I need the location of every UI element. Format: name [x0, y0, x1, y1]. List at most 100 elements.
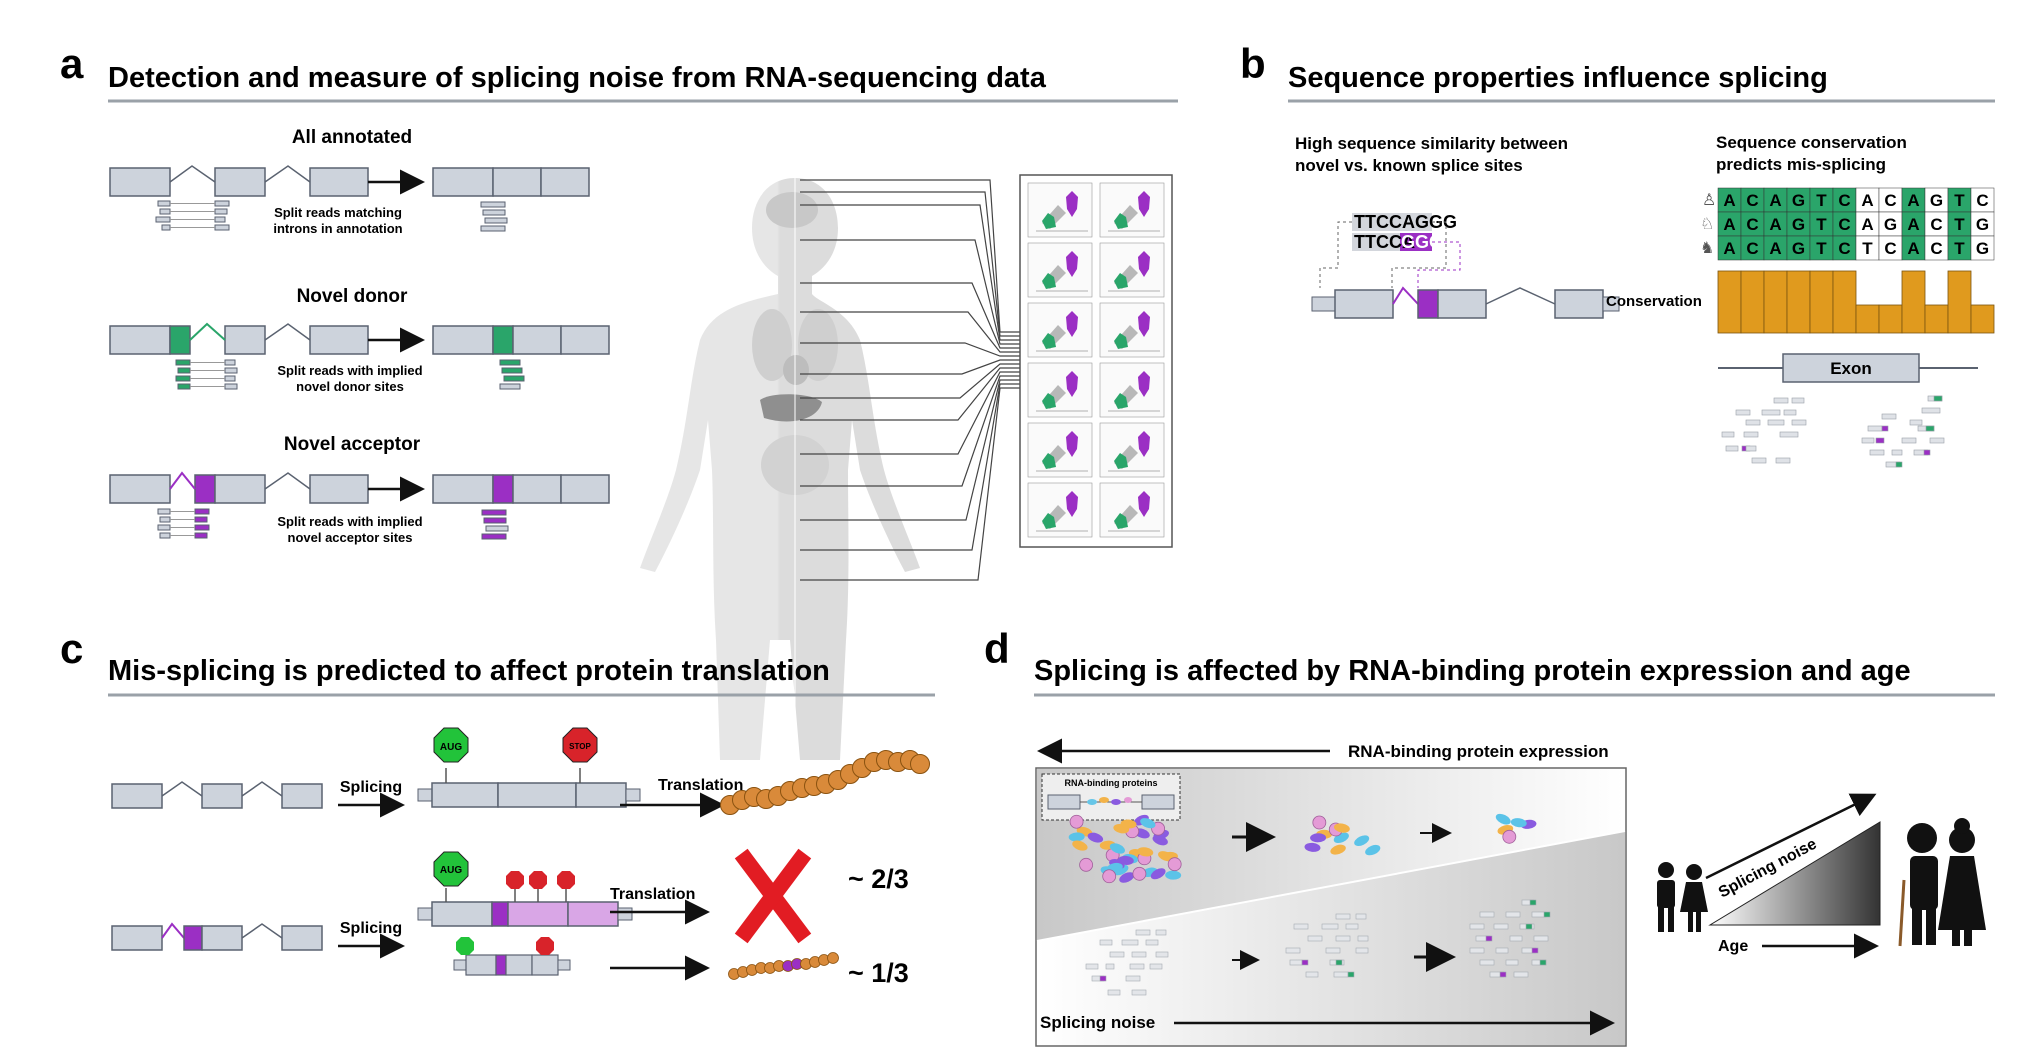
noise-read — [1121, 939, 1139, 946]
mini-plot-acceptor — [1138, 491, 1150, 517]
human-body-illustration — [640, 178, 920, 760]
alignment-base: A — [1723, 215, 1735, 234]
mini-plot-donor — [1114, 513, 1128, 529]
noise-read — [1335, 913, 1351, 920]
noise-read — [1539, 959, 1547, 966]
noise-region — [1037, 831, 1625, 1045]
novel-seq-box — [1352, 233, 1400, 251]
read-fragment — [1909, 419, 1923, 426]
alignment-base: T — [1862, 239, 1873, 258]
noise-read — [1513, 971, 1529, 978]
mrna-exon — [497, 782, 577, 808]
read-fragment — [1933, 395, 1943, 402]
rbp-protein — [1365, 844, 1381, 856]
mini-plot-donor — [1042, 393, 1056, 409]
rbp-cluster-low — [1495, 813, 1537, 844]
noise-read — [1305, 971, 1319, 978]
alignment-base: G — [1792, 215, 1805, 234]
utr — [625, 788, 641, 802]
mini-plot-donor — [1114, 213, 1128, 229]
alignment-base: A — [1907, 191, 1919, 210]
panel-d-title: Splicing is affected by RNA-binding prot… — [1034, 655, 1911, 687]
mini-plot-donor — [1042, 333, 1056, 349]
split-reads — [157, 508, 210, 539]
mature-exon — [540, 167, 590, 197]
read-fragment — [1743, 431, 1759, 438]
conservation-bar — [1717, 270, 1742, 334]
alignment-base: C — [1884, 191, 1896, 210]
known-sequence: TTCCAGGG — [1354, 212, 1457, 232]
noise-read — [1145, 939, 1159, 946]
stop-icon — [529, 871, 547, 889]
exon-right — [1554, 289, 1604, 319]
alignment-base: A — [1907, 239, 1919, 258]
utr — [417, 788, 433, 802]
pre-mrna-exon — [201, 925, 243, 951]
splicing-label: Splicing — [340, 779, 402, 796]
read-fragment — [1923, 449, 1931, 456]
intron-line — [264, 165, 311, 183]
species-icons: ♙ ♘ ♞ — [1700, 192, 1716, 257]
rbp-protein — [1132, 866, 1147, 881]
utr-right — [1602, 296, 1620, 312]
alignment-cell — [1970, 235, 1995, 261]
alignment-base: C — [1930, 215, 1942, 234]
rbp-protein — [1109, 843, 1125, 854]
children-icon — [1657, 862, 1708, 932]
rbp-region — [1037, 769, 1625, 941]
mature-reads — [480, 201, 508, 232]
alignment-base: C — [1884, 239, 1896, 258]
read-fragment — [1761, 409, 1781, 416]
pre-mrna-exon — [281, 783, 323, 809]
conservation-text-line2: predicts mis-splicing — [1716, 155, 1886, 174]
conservation-bar — [1855, 304, 1880, 334]
mature-exon — [432, 325, 494, 355]
noise-read — [1505, 911, 1521, 918]
premature-stop-icons — [506, 871, 575, 902]
pre-mrna-exon — [201, 783, 243, 809]
intron-line — [169, 165, 216, 183]
panel-b-letter: b — [1240, 40, 1266, 87]
exon-2 — [214, 167, 266, 197]
intron-line — [1485, 287, 1556, 305]
noise-read — [1085, 963, 1099, 970]
noise-read — [1289, 959, 1303, 966]
rbp-protein — [1087, 832, 1104, 843]
alignment-base: G — [1976, 239, 1989, 258]
tissue-connectors — [800, 179, 1020, 581]
conservation-bar — [1832, 270, 1857, 334]
mini-plot-donor — [1042, 453, 1056, 469]
lung-icon — [798, 309, 838, 381]
noise-read — [1347, 971, 1355, 978]
alignment-base: A — [1907, 215, 1919, 234]
mrna-exon — [465, 954, 497, 976]
rbp-protein — [1167, 857, 1182, 872]
row-heading: Novel acceptor — [284, 434, 421, 455]
noise-read — [1479, 911, 1495, 918]
exon-2 — [224, 325, 266, 355]
noise-read — [1469, 923, 1485, 930]
rbp-protein — [1117, 855, 1134, 865]
mature-reads — [499, 359, 525, 390]
exon-3 — [309, 325, 369, 355]
panel-a: a Detection and measure of splicing nois… — [60, 40, 1178, 760]
mrna-exon — [505, 954, 533, 976]
alignment-base: G — [1792, 239, 1805, 258]
read-fragment — [1921, 407, 1941, 414]
dashed-pointer-novel — [1417, 241, 1461, 288]
read-fragment — [1881, 413, 1897, 420]
read-fragment — [1791, 419, 1807, 426]
panel-c: c Mis-splicing is predicted to affect pr… — [60, 625, 935, 988]
conservation-bar — [1786, 270, 1811, 334]
donor-extension — [169, 325, 191, 355]
utr-left — [1311, 296, 1336, 312]
stop-icon — [557, 871, 575, 889]
alignment-base: T — [1816, 239, 1827, 258]
alignment-base: C — [1930, 239, 1942, 258]
row-normal-splicing: Splicing AUG STOP Translation — [111, 727, 930, 818]
read-fragment — [1721, 431, 1735, 438]
mature-acceptor — [492, 474, 514, 504]
dashed-pointer — [1319, 221, 1352, 288]
